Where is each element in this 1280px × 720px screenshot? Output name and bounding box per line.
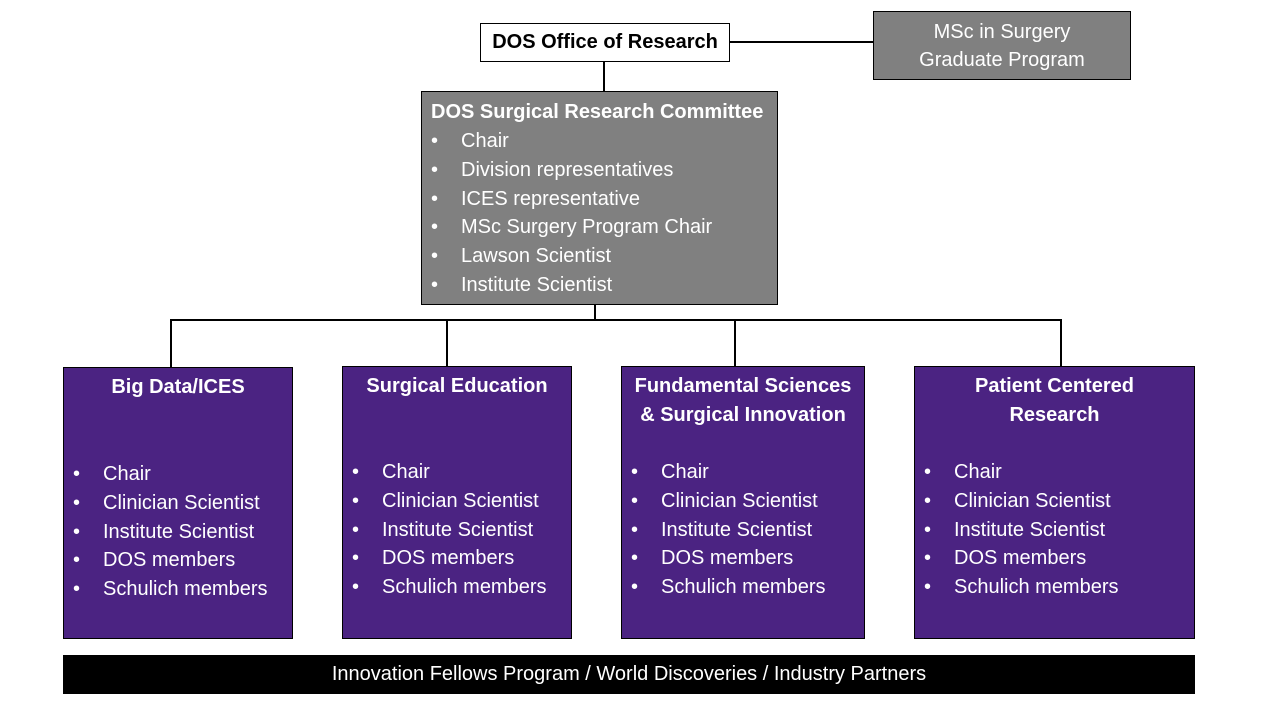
unit-title: Surgical Education <box>343 367 571 401</box>
unit-member: Schulich members <box>622 573 864 602</box>
unit-title-line1: Fundamental Sciences <box>634 375 852 397</box>
connector-office-to-msc <box>729 41 874 43</box>
unit-member: Clinician Scientist <box>915 487 1194 516</box>
committee-member: Division representatives <box>422 156 777 185</box>
unit-member: DOS members <box>343 544 571 573</box>
unit-member: Chair <box>915 458 1194 487</box>
connector-to-unit-3 <box>734 319 736 367</box>
unit-member-list: Chair Clinician Scientist Institute Scie… <box>343 458 571 602</box>
committee-member: MSc Surgery Program Chair <box>422 213 777 242</box>
unit-member: DOS members <box>64 546 292 575</box>
unit-member: Clinician Scientist <box>622 487 864 516</box>
unit-title: Big Data/ICES <box>64 368 292 402</box>
unit-member: Clinician Scientist <box>343 487 571 516</box>
unit-title: Patient Centered Research <box>915 367 1194 430</box>
unit-member: Chair <box>343 458 571 487</box>
unit-member: Schulich members <box>343 573 571 602</box>
unit-title-line2: Research <box>1009 404 1100 426</box>
committee-member: Lawson Scientist <box>422 242 777 271</box>
unit-member: Schulich members <box>915 573 1194 602</box>
unit-title-line1: Patient Centered <box>975 375 1134 397</box>
unit-box-fundamental-sciences: Fundamental Sciences & Surgical Innovati… <box>621 366 865 639</box>
unit-box-patient-centered-research: Patient Centered Research Chair Clinicia… <box>914 366 1195 639</box>
connector-to-unit-1 <box>170 319 172 367</box>
unit-title-line1: Big Data/ICES <box>111 376 245 398</box>
unit-member: Chair <box>622 458 864 487</box>
unit-title: Fundamental Sciences & Surgical Innovati… <box>622 367 864 430</box>
connector-committee-down <box>594 304 596 320</box>
unit-member: Clinician Scientist <box>64 489 292 518</box>
office-of-research-box: DOS Office of Research <box>480 23 730 62</box>
unit-member: Institute Scientist <box>64 518 292 547</box>
unit-member-list: Chair Clinician Scientist Institute Scie… <box>64 460 292 604</box>
unit-member-list: Chair Clinician Scientist Institute Scie… <box>915 458 1194 602</box>
unit-member: Institute Scientist <box>622 516 864 545</box>
unit-box-surgical-education: Surgical Education Chair Clinician Scien… <box>342 366 572 639</box>
connector-horizontal-bus <box>170 319 1062 321</box>
unit-member-list: Chair Clinician Scientist Institute Scie… <box>622 458 864 602</box>
unit-member: Institute Scientist <box>343 516 571 545</box>
committee-member: Chair <box>422 127 777 156</box>
committee-member: ICES representative <box>422 185 777 214</box>
unit-title-line2: & Surgical Innovation <box>640 404 846 426</box>
unit-title-line1: Surgical Education <box>366 375 548 397</box>
unit-member: Chair <box>64 460 292 489</box>
unit-member: Institute Scientist <box>915 516 1194 545</box>
partners-banner-text: Innovation Fellows Program / World Disco… <box>331 663 927 685</box>
unit-box-big-data-ices: Big Data/ICES Chair Clinician Scientist … <box>63 367 293 639</box>
unit-member: DOS members <box>622 544 864 573</box>
connector-to-unit-2 <box>446 319 448 367</box>
msc-program-box: MSc in Surgery Graduate Program <box>873 11 1131 80</box>
msc-program-line2: Graduate Program <box>919 49 1085 71</box>
committee-member-list: Chair Division representatives ICES repr… <box>422 127 777 300</box>
partners-banner: Innovation Fellows Program / World Disco… <box>63 655 1195 694</box>
research-committee-title: DOS Surgical Research Committee <box>431 101 764 123</box>
research-committee-box: DOS Surgical Research Committee Chair Di… <box>421 91 778 305</box>
connector-office-to-committee <box>603 61 605 92</box>
committee-member: Institute Scientist <box>422 271 777 300</box>
msc-program-line1: MSc in Surgery <box>933 21 1071 43</box>
office-of-research-title: DOS Office of Research <box>492 31 718 53</box>
unit-member: DOS members <box>915 544 1194 573</box>
unit-member: Schulich members <box>64 575 292 604</box>
connector-to-unit-4 <box>1060 319 1062 367</box>
